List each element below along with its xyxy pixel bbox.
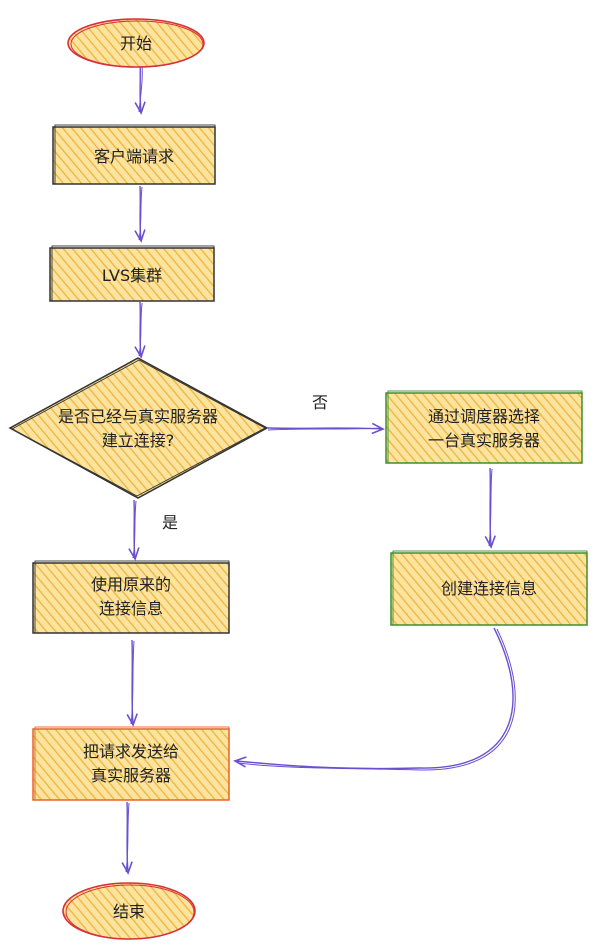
- decision-node: 是否已经与真实服务器 建立连接?: [8, 357, 269, 499]
- edge-create-to-send: [233, 627, 516, 771]
- client-request-label: 客户端请求: [94, 147, 174, 166]
- edge-decision-no: [267, 422, 385, 435]
- decision-label-line2: 建立连接?: [102, 431, 175, 450]
- edge-label-yes: 是: [162, 513, 178, 532]
- send-request-line1: 把请求发送给: [83, 742, 179, 761]
- send-request-node: 把请求发送给 真实服务器: [32, 726, 230, 801]
- edge-send-to-end: [121, 801, 133, 875]
- use-original-line2: 连接信息: [99, 599, 163, 618]
- edge-decision-yes: [128, 499, 140, 561]
- select-server-line2: 一台真实服务器: [428, 431, 540, 450]
- end-label: 结束: [113, 902, 145, 921]
- lvs-cluster-node: LVS集群: [49, 245, 215, 302]
- start-label: 开始: [120, 34, 152, 53]
- start-node: 开始: [67, 18, 205, 68]
- create-conn-label: 创建连接信息: [441, 579, 537, 598]
- select-server-line1: 通过调度器选择: [428, 407, 540, 426]
- send-request-line2: 真实服务器: [91, 766, 171, 785]
- end-node: 结束: [62, 882, 196, 940]
- client-request-node: 客户端请求: [52, 124, 216, 185]
- edge-client-to-lvs: [134, 185, 146, 243]
- lvs-cluster-label: LVS集群: [102, 266, 162, 285]
- create-conn-node: 创建连接信息: [390, 550, 588, 626]
- edge-label-no: 否: [312, 393, 328, 412]
- edge-lvs-to-decision: [134, 301, 146, 359]
- edge-use-to-send: [126, 639, 138, 727]
- select-server-node: 通过调度器选择 一台真实服务器: [385, 390, 583, 464]
- use-original-line1: 使用原来的: [91, 575, 171, 594]
- use-original-node: 使用原来的 连接信息: [32, 560, 230, 634]
- decision-label-line1: 是否已经与真实服务器: [58, 407, 218, 426]
- edge-select-to-create: [484, 467, 496, 549]
- edge-start-to-client: [134, 63, 146, 115]
